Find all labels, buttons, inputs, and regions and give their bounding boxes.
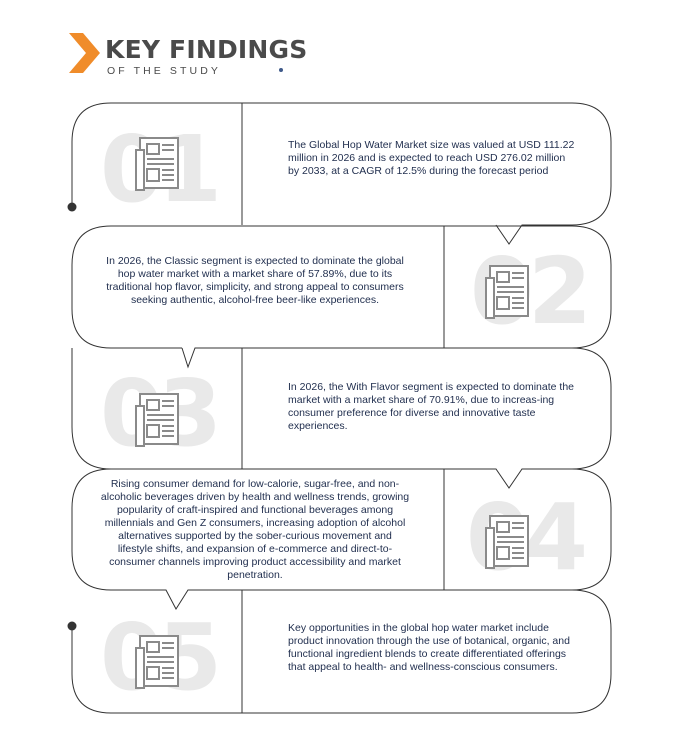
finding-text-05: Key opportunities in the global hop wate… — [288, 622, 570, 673]
finding-text-03: In 2026, the With Flavor segment is expe… — [288, 381, 574, 432]
newspaper-icon — [135, 137, 179, 191]
finding-text-04: Rising consumer demand for low-calorie, … — [100, 478, 410, 581]
finding-text-02: In 2026, the Classic segment is expected… — [106, 255, 404, 306]
finding-text-01: The Global Hop Water Market size was val… — [288, 139, 575, 177]
page-subtitle: OF THE STUDY — [107, 65, 222, 77]
chevron-right-icon — [69, 33, 100, 73]
newspaper-icon — [485, 265, 529, 319]
newspaper-icon — [135, 635, 179, 689]
newspaper-icon — [485, 515, 529, 569]
page-title: KEY FINDINGS — [105, 35, 308, 64]
decorative-dot — [279, 68, 283, 72]
newspaper-icon — [135, 393, 179, 447]
